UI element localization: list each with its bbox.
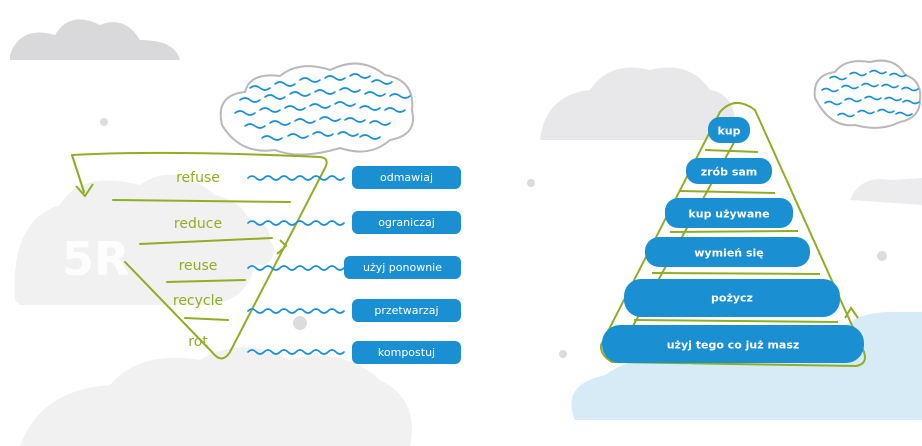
pyramid-tier-label: kup używane [688,207,770,221]
wave-mark [889,72,907,78]
step-label-pl: kompostuj [352,341,461,364]
wave-mark [364,91,386,97]
tier-shape [708,117,750,143]
step-label-en: reuse [178,258,218,274]
dot [527,179,535,187]
wave-mark [309,103,331,109]
pyramid-tier-label: wymień się [694,246,764,260]
wave-mark [334,101,356,107]
wave-mark [299,77,321,83]
tier-shape [624,279,840,317]
wave-mark [249,85,271,91]
wave-mark [359,105,381,111]
wave-mark [244,123,266,129]
wave-mark [901,86,919,92]
wave-mark [821,87,839,93]
wave-mark [389,93,411,99]
wave-mark [294,118,316,124]
step-label-pl: przetwarzaj [352,299,461,322]
arrow-head-left [75,183,94,198]
wave-mark [881,83,899,89]
arrow-head-left-2 [276,239,288,255]
connector-squiggle [247,349,345,355]
wave-mark [339,87,361,93]
dot [100,118,108,126]
wave-mark [841,84,859,90]
wave-mark [857,109,875,115]
pyramid-tier-label: pożycz [711,291,753,305]
wave-mark [284,105,306,111]
wave-mark [849,71,867,77]
wave-mark [371,79,393,85]
cloud-right-gray [540,67,736,140]
cloud-right-gray-2 [850,178,922,205]
wave-mark [337,131,359,137]
connector-squiggle [247,175,345,181]
wave-mark [289,91,311,97]
wave-mark [349,73,371,79]
arrow-head-right [844,306,859,319]
wave-mark [324,75,346,81]
step-label-en: rot [188,334,208,350]
wave-mark [261,135,283,141]
connector-squiggle [247,308,345,314]
tier-dividers [633,149,839,323]
tier-shape [645,237,810,267]
wave-mark [384,107,406,113]
dot [559,350,567,358]
pyramid-tier-label: zrób sam [700,165,758,179]
connector-squiggle [247,220,345,226]
wave-mark [269,120,291,126]
dot [877,251,887,261]
wave-mark [234,110,256,116]
step-label-pl: ograniczaj [352,211,461,234]
step-label-en: reduce [173,216,223,232]
wave-mark [869,69,887,75]
pyramid-tier-label: użyj tego co już masz [666,338,800,352]
wave-mark [319,116,341,122]
wave-mark [314,89,336,95]
step-label-pl: odmawiaj [352,166,461,189]
step-label-pl: użyj ponownie [344,256,461,279]
wave-mark [359,134,381,140]
step-label-en: refuse [176,170,220,186]
tier-shape [602,325,864,363]
wave-mark [895,111,913,117]
wave-mark [884,96,902,102]
pyramid-tiers [602,117,864,363]
cloud-large-left [14,174,256,305]
cloud-bottom-left [20,347,412,446]
wave-mark [259,107,281,113]
funnel-triangle [71,151,328,360]
wave-mark [829,75,847,81]
wave-cloud-right [813,59,922,129]
wave-mark [824,100,842,106]
wave-mark [902,99,920,105]
tier-shape [665,198,793,228]
wave-cloud-left [219,62,414,156]
wave-mark [344,117,366,123]
five-r-label: 5R [62,232,130,286]
wave-mark [369,120,391,126]
dot [293,316,307,330]
cloud-top-left [10,19,180,60]
wave-mark [837,112,855,118]
wave-mark [864,95,882,101]
pyramid-tier-label: kup [717,124,741,138]
connector-squiggle [247,265,345,271]
wave-mark [274,81,296,87]
step-label-en: recycle [172,293,224,309]
wave-mark [861,82,879,88]
wave-mark [312,131,334,137]
wave-mark [877,108,895,114]
tier-shape [686,158,772,184]
wave-mark [287,133,309,139]
wave-mark [264,94,286,100]
wave-mark [844,97,862,103]
wave-mark [239,97,261,103]
